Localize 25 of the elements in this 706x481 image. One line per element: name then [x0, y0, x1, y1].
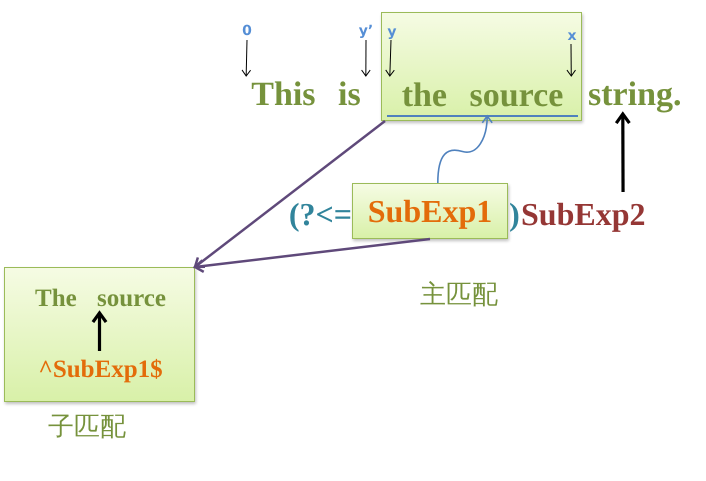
position-marker: y	[385, 23, 399, 41]
caption-text: 子匹配	[48, 413, 126, 442]
arrow	[566, 44, 576, 76]
caption-text: 主匹配	[420, 281, 498, 310]
arrow	[91, 311, 108, 351]
regex-text: )	[508, 192, 521, 236]
arrow	[614, 112, 631, 192]
position-marker: y’	[358, 22, 374, 40]
arrow	[385, 40, 395, 76]
sentence-text: string.	[588, 76, 704, 114]
regex-box: SubExp1	[352, 183, 508, 239]
arrow	[437, 115, 493, 184]
regex-text: ^SubExp1$	[13, 352, 188, 386]
position-marker: x	[565, 27, 579, 45]
arrow	[242, 40, 252, 76]
position-marker: 0	[240, 22, 254, 40]
regex-text: (?<=	[272, 192, 352, 236]
sentence-text: This is	[238, 76, 374, 114]
submatch-box	[4, 267, 195, 402]
sentence-text: The source	[13, 282, 188, 314]
arrow	[361, 40, 371, 76]
arrow	[194, 120, 386, 268]
regex-text: SubExp2	[521, 192, 683, 236]
highlight-box	[381, 12, 582, 121]
sentence-text: the source	[387, 77, 578, 117]
